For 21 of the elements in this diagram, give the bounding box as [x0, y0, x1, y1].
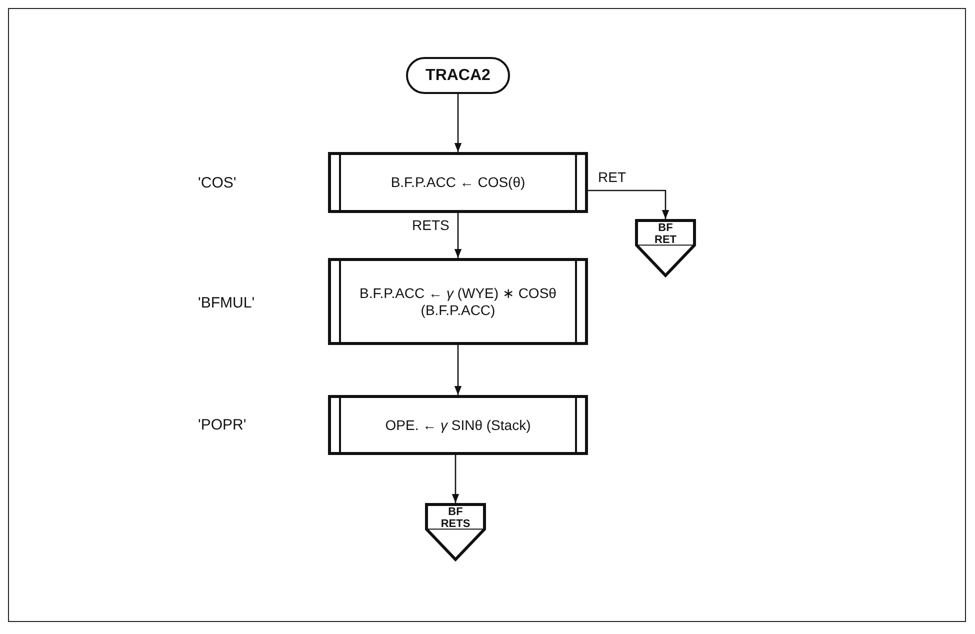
arrow: [588, 190, 670, 219]
arrow: [454, 94, 462, 152]
offpage-connector: [635, 219, 696, 277]
offpage-connector: [425, 503, 486, 561]
subroutine-box: [328, 395, 588, 455]
arrow: [452, 455, 460, 503]
routine-name: 'COS': [198, 174, 236, 192]
routine-name: 'BFMUL': [198, 294, 255, 312]
arrow: [454, 213, 462, 258]
subroutine-box: [328, 152, 588, 213]
subroutine-box: [328, 258, 588, 345]
routine-name: 'POPR': [198, 416, 246, 434]
node-text: OPE. ← γ SINθ (Stack): [385, 416, 531, 434]
arrow: [454, 345, 462, 395]
node-text: B.F.P.ACC ← γ (WYE) ∗ COSθ (B.F.P.ACC): [358, 284, 558, 318]
node-text: B.F.P.ACC ← COS(θ): [390, 174, 526, 191]
node-text: BF RET: [654, 223, 676, 246]
node-text: TRACA2: [426, 66, 490, 84]
node-text: BF RETS: [440, 507, 470, 530]
edge-label: RETS: [410, 217, 452, 233]
terminal-box: [406, 57, 510, 94]
